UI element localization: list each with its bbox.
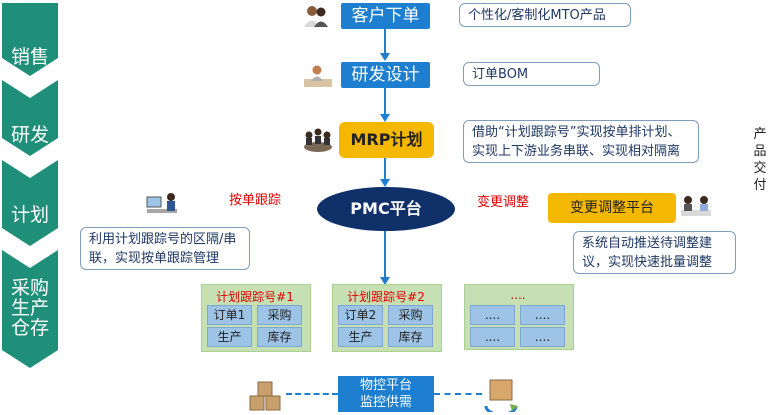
stage-chevron-ops [2,250,58,368]
group-1-cell: 生产 [207,327,252,347]
office-worker-icon [146,193,177,213]
arrow-head [380,53,390,61]
material-control-line-1: 物控平台 [359,378,412,393]
group-1-cell: 订单1 [207,305,252,325]
two-people-icon [304,6,328,27]
group-3-cell: .... [470,327,515,347]
group-1-cell: 库存 [257,327,302,347]
stage-chevron-sales [2,3,58,76]
group-3-cell: .... [520,327,565,347]
pmc-platform: PMC平台 [317,187,455,231]
arrow-head [380,179,390,187]
stage-rd: 研发 [10,124,49,146]
stage-plan: 计划 [10,204,49,226]
group-1-cell: 采购 [257,305,302,325]
material-control-platform: 物控平台 监控供需 [338,376,434,412]
stage-chevron-plan [2,160,58,246]
arrow-mrp-to-pmc [384,158,386,179]
mrp-plan-box: MRP计划 [339,122,434,158]
stage-chevrons [2,3,58,368]
arrow-pmc-to-groups [384,231,386,277]
arrow-rd-to-mrp [384,88,386,114]
change-platform-box: 变更调整平台 [548,193,676,223]
group-3-cell: .... [470,305,515,325]
note-order-tracking: 利用计划跟踪号的区隔/串联，实现按单跟踪管理 [80,227,250,270]
group-3-cell: .... [520,305,565,325]
arrow-head [380,114,390,122]
dashed-line-left [286,393,338,395]
tracking-group-1-title: 计划跟踪号#1 [216,290,294,304]
tracking-group-2-title: 计划跟踪号#2 [347,290,425,304]
label-order-tracking: 按单跟踪 [229,193,282,208]
stage-chevron-rd [2,80,58,156]
boxes-icon [249,381,281,411]
group-2-cell: 订单2 [338,305,383,325]
side-vertical-text: 产品交付 [753,126,767,194]
arrow-head [380,277,390,285]
team-meeting-icon [681,196,711,216]
note-customer-order: 个性化/客制化MTO产品 [459,3,631,27]
designer-icon [304,65,332,87]
side-vertical-text-line: 产品交付 [753,127,767,193]
group-2-cell: 生产 [338,327,383,347]
label-change-adjust: 变更调整 [477,195,530,210]
group-2-cell: 采购 [388,305,433,325]
stage-ops: 采购 生产 仓存 [10,277,49,339]
note-mrp: 借助“计划跟踪号”实现按单排计划、实现上下游业务串联、实现相对隔离 [463,120,699,163]
rd-design-box: 研发设计 [341,62,430,88]
tracking-group-3-title: .... [510,288,526,302]
dashed-line-right [434,393,482,395]
customer-order-box: 客户下单 [341,3,430,29]
arrow-order-to-rd [384,29,386,53]
group-2-cell: 库存 [388,327,433,347]
meeting-icon [304,128,332,152]
delivery-icon [484,379,518,412]
note-order-bom: 订单BOM [463,62,600,86]
note-change-adjust: 系统自动推送待调整建议，实现快速批量调整 [573,231,736,274]
material-control-line-2: 监控供需 [359,395,412,410]
stage-sales: 销售 [10,46,49,68]
